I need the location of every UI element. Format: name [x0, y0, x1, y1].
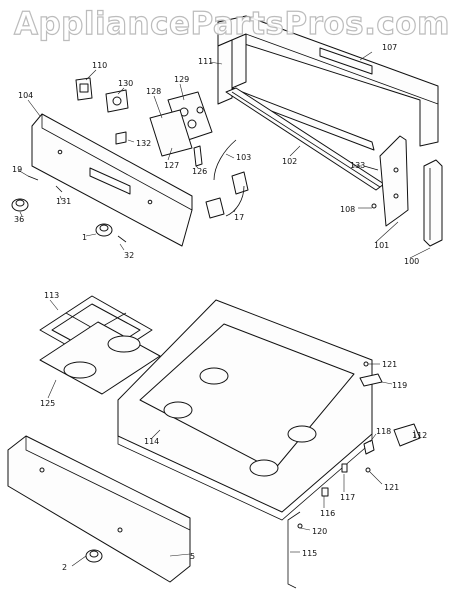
- part-120-part: [297, 523, 303, 529]
- callout-110: 110: [92, 61, 107, 70]
- callout-133: 133: [350, 161, 365, 170]
- callout-125: 125: [40, 399, 55, 408]
- part-114-cooktop: [117, 299, 373, 521]
- part-118-clip: [363, 439, 375, 455]
- part-1-knob: [95, 223, 113, 237]
- part-125-burner-bowl-tray: [39, 321, 161, 395]
- part-104-control-panel: [31, 113, 193, 247]
- callout-100: 100: [404, 257, 419, 266]
- part-36-knob: [11, 198, 29, 212]
- callout-120: 120: [312, 527, 327, 536]
- callout-2: 2: [62, 563, 67, 572]
- callout-131: 131: [56, 197, 71, 206]
- part-103-harness: [213, 139, 237, 181]
- callout-113: 113: [44, 291, 59, 300]
- part-100-end-cap: [423, 159, 443, 247]
- callout-labels: 110 130 129 128 111 107 104 132 127 126 …: [12, 43, 427, 572]
- callout-117: 117: [340, 493, 355, 502]
- callout-114: 114: [144, 437, 159, 446]
- part-116-part: [321, 487, 329, 497]
- callout-112: 112: [412, 431, 427, 440]
- part-101-bracket: [379, 135, 409, 227]
- part-111-bracket: [217, 39, 233, 105]
- part-108-screw: [371, 203, 377, 209]
- callout-129: 129: [174, 75, 189, 84]
- callout-126: 126: [192, 167, 207, 176]
- part-130-module: [105, 89, 129, 113]
- callout-119: 119: [392, 381, 407, 390]
- callout-121b: 121: [384, 483, 399, 492]
- callout-132: 132: [136, 139, 151, 148]
- part-128-panel: [149, 109, 193, 157]
- callout-32: 32: [124, 251, 134, 260]
- part-121b-screw: [365, 467, 371, 473]
- part-117-part: [341, 463, 348, 473]
- part-32-screw: [117, 235, 127, 243]
- part-126-part: [193, 145, 203, 167]
- part-133-screw: [363, 165, 379, 171]
- callout-5: 5: [190, 552, 195, 561]
- callout-108: 108: [340, 205, 355, 214]
- callout-128: 128: [146, 87, 161, 96]
- callout-116: 116: [320, 509, 335, 518]
- leader-lines: [17, 51, 431, 567]
- callout-103: 103: [236, 153, 251, 162]
- callout-17: 17: [234, 213, 244, 222]
- callout-111: 111: [198, 57, 213, 66]
- callout-19: 19: [12, 165, 22, 174]
- part-132-clip: [115, 131, 127, 145]
- part-2-knob: [85, 549, 103, 563]
- callout-118: 118: [376, 427, 391, 436]
- part-19-screw: [27, 175, 39, 181]
- callout-107: 107: [382, 43, 397, 52]
- part-121a-screw: [363, 361, 369, 367]
- callout-121a: 121: [382, 360, 397, 369]
- part-112-bracket: [393, 423, 421, 447]
- part-110-switch: [75, 77, 93, 101]
- part-5-manifold-panel: [7, 435, 191, 583]
- callout-127: 127: [164, 161, 179, 170]
- callout-115: 115: [302, 549, 317, 558]
- part-17-switch: [205, 171, 249, 219]
- callout-104: 104: [18, 91, 33, 100]
- part-115-rod: [287, 511, 301, 589]
- callout-1: 1: [82, 233, 87, 242]
- callout-102: 102: [282, 157, 297, 166]
- callout-130: 130: [118, 79, 133, 88]
- callout-101: 101: [374, 241, 389, 250]
- callout-36: 36: [14, 215, 24, 224]
- part-131-screw: [55, 185, 63, 193]
